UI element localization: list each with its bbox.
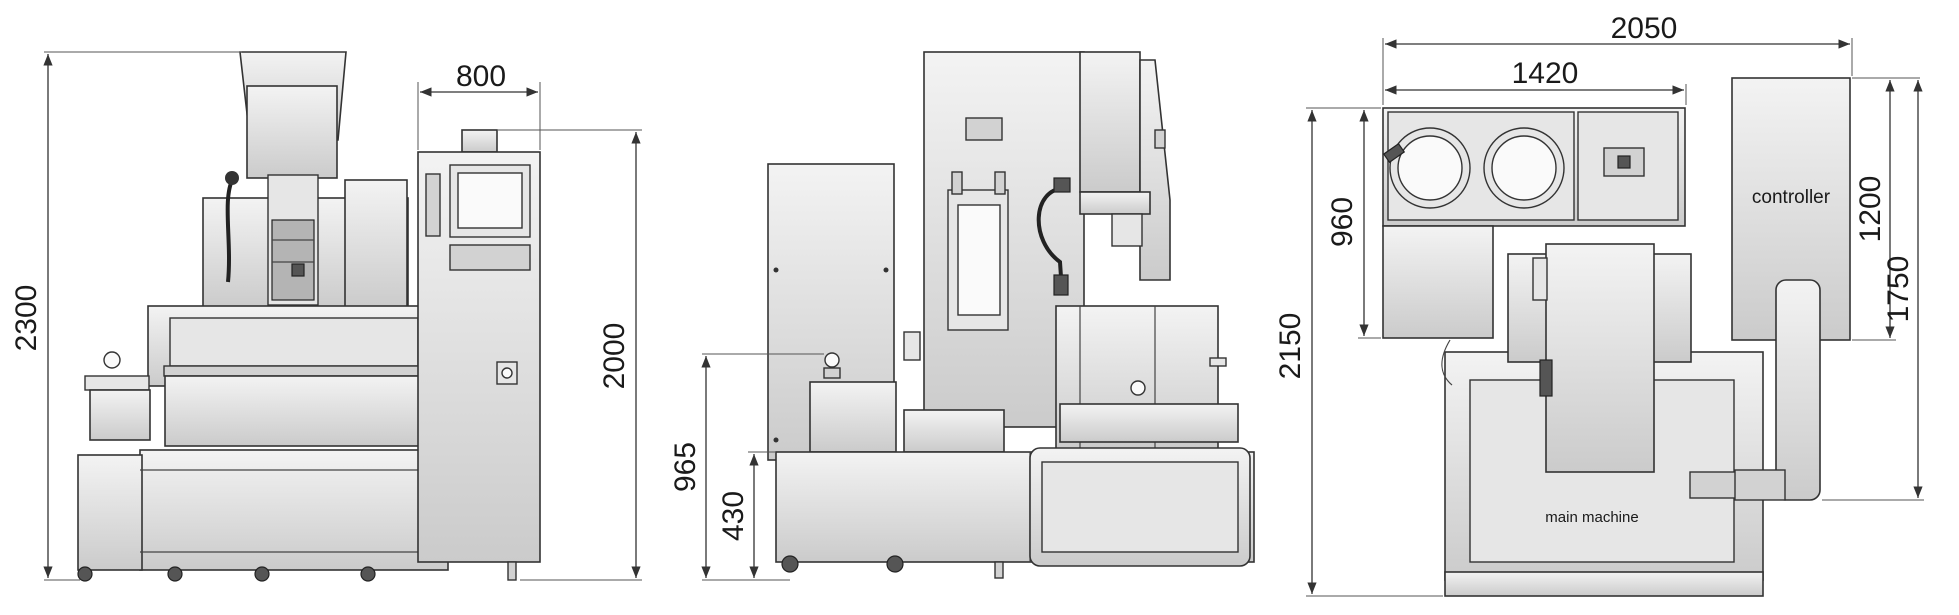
- side-filter-tank: [809, 381, 897, 453]
- top-head: [1545, 243, 1655, 473]
- side-head-top: [1079, 51, 1141, 193]
- side-door-window: [957, 204, 1001, 316]
- front-keyboard: [449, 244, 531, 271]
- top-total-width-label: 2050: [1611, 12, 1678, 45]
- side-wheel-1: [781, 555, 799, 573]
- front-cable-connector: [225, 171, 239, 185]
- front-spindle-detail: [271, 219, 315, 301]
- front-pressure-gauge: [103, 351, 121, 369]
- top-machine-base: [1444, 571, 1764, 597]
- side-cable-connector: [1053, 177, 1071, 193]
- front-view: 2300 800 2000: [10, 51, 642, 582]
- front-height-label: 2300: [10, 285, 43, 352]
- front-cabinet-height-label: 2000: [598, 323, 631, 390]
- top-tank-lower: [1382, 225, 1494, 339]
- front-electrode: [291, 263, 305, 277]
- top-head-side: [1532, 257, 1548, 301]
- side-tank-height-label: 430: [717, 491, 750, 541]
- side-tank-band: [1059, 403, 1239, 443]
- front-tank-rail: [163, 365, 423, 377]
- side-right-panel: [1041, 461, 1239, 553]
- front-cable: [225, 177, 235, 283]
- front-head-housing: [246, 85, 338, 179]
- front-wheel-2: [167, 566, 183, 582]
- top-controller-arm: [1775, 279, 1821, 501]
- front-column-side: [344, 179, 408, 309]
- side-head-mid: [1079, 191, 1151, 215]
- top-side-arm: [1734, 469, 1786, 501]
- front-wheel-1: [77, 566, 93, 582]
- front-cabinet-slot: [425, 173, 441, 237]
- front-wheel-3: [254, 566, 270, 582]
- top-controller-depth-1-label: 1200: [1854, 176, 1887, 243]
- side-tank-knob: [1130, 380, 1146, 396]
- side-latch: [903, 331, 921, 361]
- front-cabinet-top-box: [461, 129, 498, 153]
- side-panel-plate: [965, 117, 1003, 141]
- front-gauge-shelf: [84, 375, 150, 391]
- controller-label: controller: [1752, 187, 1831, 208]
- side-tank-handle: [1209, 357, 1227, 367]
- side-view: 965 430: [669, 51, 1255, 581]
- front-tank-window: [169, 317, 419, 367]
- top-view: controller main machine 2050 1420 2150 9…: [1274, 12, 1924, 597]
- top-depth-value: 2150: [1274, 313, 1307, 380]
- side-head-front: [1139, 59, 1171, 281]
- main-machine-label: main machine: [1545, 509, 1638, 526]
- top-side-rail: [1689, 471, 1743, 499]
- top-electrode: [1539, 359, 1553, 397]
- top-machine-width-label: 1420: [1512, 57, 1579, 90]
- side-table-height-label: 965: [669, 442, 702, 492]
- top-valve: [1382, 142, 1406, 164]
- top-controller-depth-2-label: 1750: [1882, 256, 1915, 323]
- front-cabinet-width-label: 800: [456, 60, 506, 93]
- front-monitor-screen: [457, 172, 523, 229]
- front-wheel-4: [360, 566, 376, 582]
- side-pressure-gauge: [824, 352, 840, 368]
- front-side-box: [89, 389, 151, 441]
- front-base-left: [77, 454, 143, 571]
- top-tank-depth-label: 960: [1326, 197, 1359, 247]
- side-ram: [1111, 213, 1143, 247]
- side-wheel-2: [886, 555, 904, 573]
- front-cabinet-foot: [507, 561, 517, 581]
- front-tank-lower: [164, 375, 421, 447]
- side-pump-box: [903, 409, 1005, 453]
